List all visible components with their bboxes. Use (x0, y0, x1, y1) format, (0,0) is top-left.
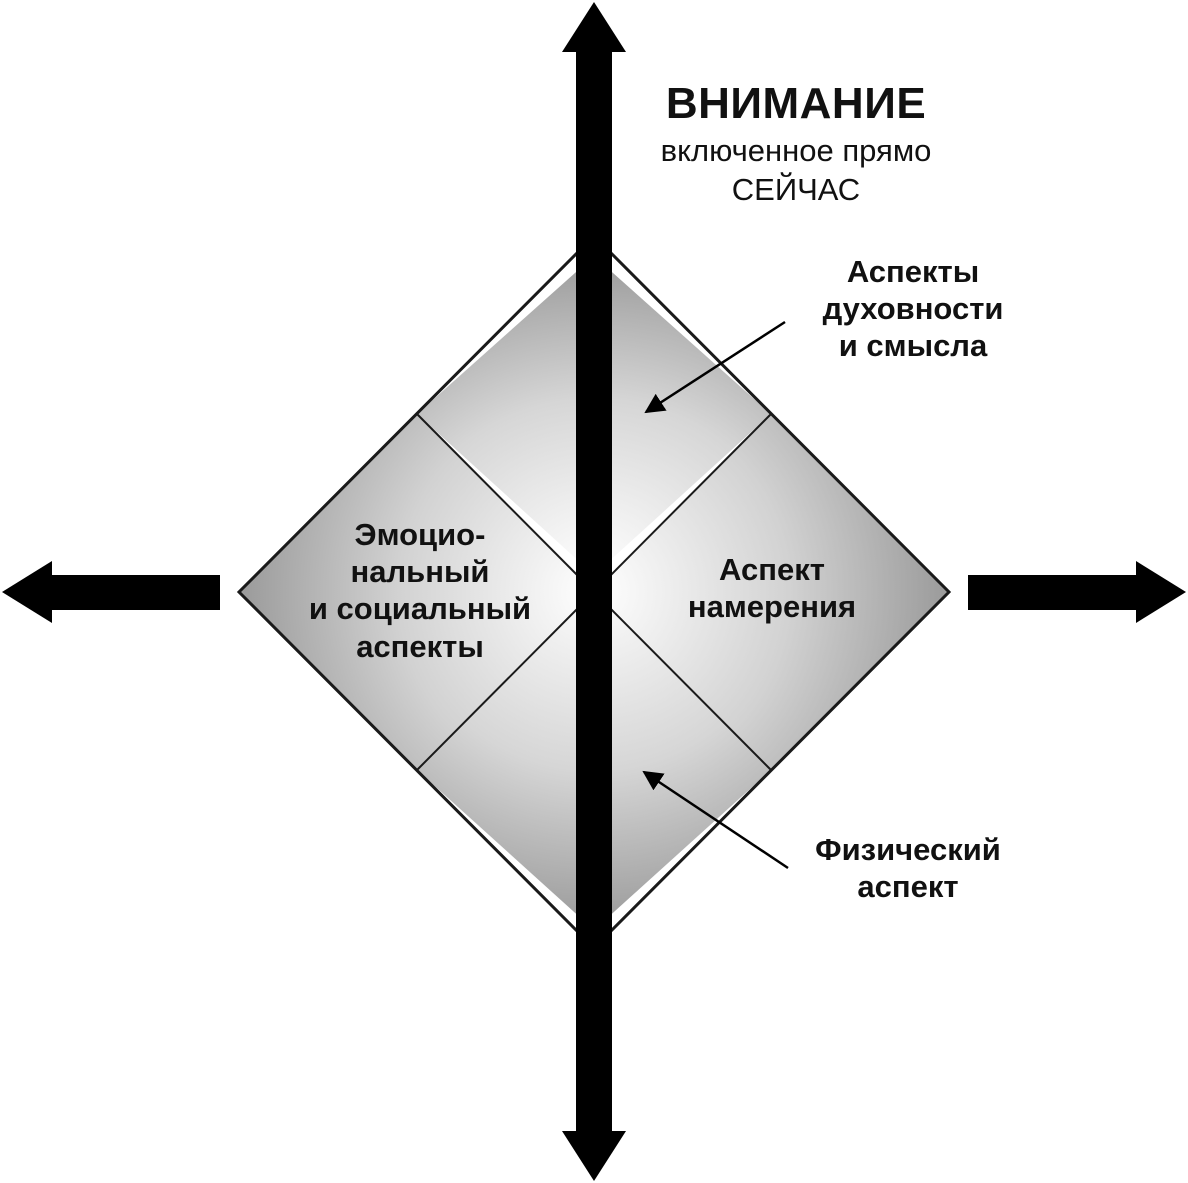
label-spirituality: Аспекты духовности и смысла (800, 253, 1026, 365)
divider-line-nw (416, 413, 595, 593)
page-title: ВНИМАНИЕ (665, 79, 927, 128)
arrow-up-head (562, 2, 626, 52)
label-line: и социальный (308, 591, 532, 627)
divider-line-se (593, 591, 772, 771)
left-arrow (2, 561, 220, 623)
label-physical: Физический аспект (780, 831, 1036, 905)
physical-pointer-arrow (642, 770, 789, 870)
label-line: Аспекты (846, 254, 980, 289)
label-line: и смысла (838, 328, 988, 364)
label-emotional-social: Эмоцио- нальный и социальный аспекты (280, 516, 560, 665)
label-line: аспект (857, 869, 959, 905)
subtitle-line-2: СЕЙЧАС (731, 171, 861, 207)
subtitle-line-1: включенное прямо (660, 133, 932, 168)
label-line: Физический (815, 832, 1001, 867)
label-line: нальный (350, 554, 490, 590)
arrow-left-head (2, 561, 52, 623)
vertical-arrow (562, 2, 626, 1181)
page-subtitle: включенное прямо СЕЙЧАС (590, 132, 1002, 210)
label-line: намерения (687, 589, 857, 625)
arrow-down-head (562, 1131, 626, 1181)
divider-line-sw (416, 591, 595, 771)
spirit-pointer-arrow (644, 320, 786, 414)
label-line: духовности (822, 291, 1004, 327)
label-line: Эмоцио- (354, 517, 486, 552)
label-line: аспекты (356, 628, 484, 664)
label-line: Аспект (719, 552, 825, 587)
arrow-right-head (1136, 561, 1186, 623)
divider-line-ne (593, 413, 772, 593)
label-intention: Аспект намерения (656, 551, 888, 625)
right-arrow (968, 561, 1186, 623)
